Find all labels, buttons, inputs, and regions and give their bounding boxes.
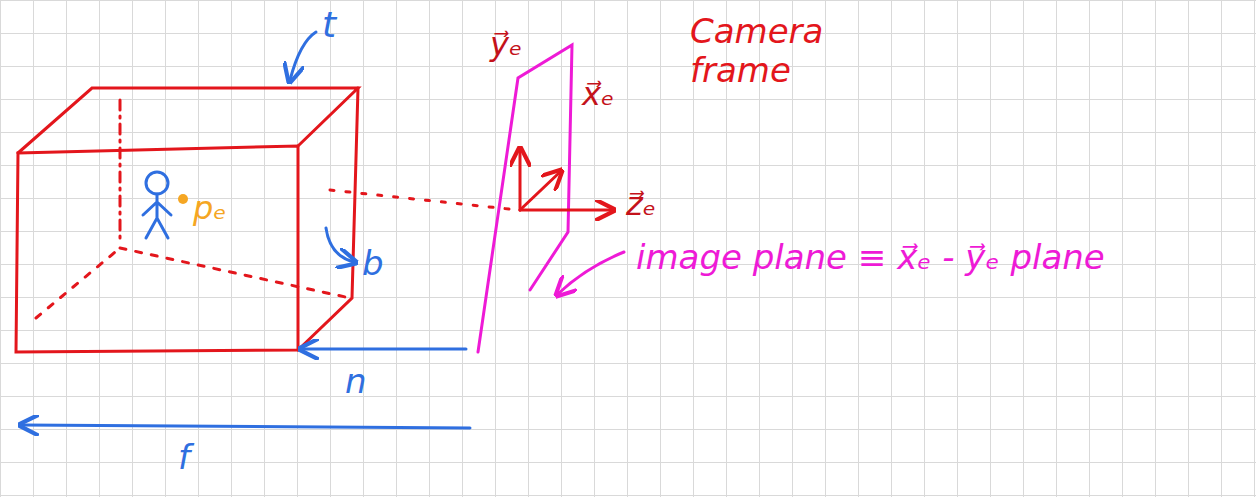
point-pe [178,194,188,204]
dimension-label: t [322,4,336,45]
dimension-label: n [345,362,367,401]
dimension-arrows [22,32,470,428]
axis-label: x⃗ₑ [582,76,614,113]
camera-axes [520,150,612,210]
dimension-label: f [178,438,190,477]
stick-figure [143,172,171,238]
plane-note: image plane ≡ x⃗ₑ - y⃗ₑ plane [636,238,1106,277]
axis-label: y⃗ₑ [490,26,522,63]
axis-label: z⃗ₑ [626,186,656,223]
view-volume [16,88,518,352]
image-plane [478,45,624,352]
dimension-label: b [362,244,384,283]
point-label: pₑ [193,190,227,227]
frame-title: Camera frame [690,12,850,90]
